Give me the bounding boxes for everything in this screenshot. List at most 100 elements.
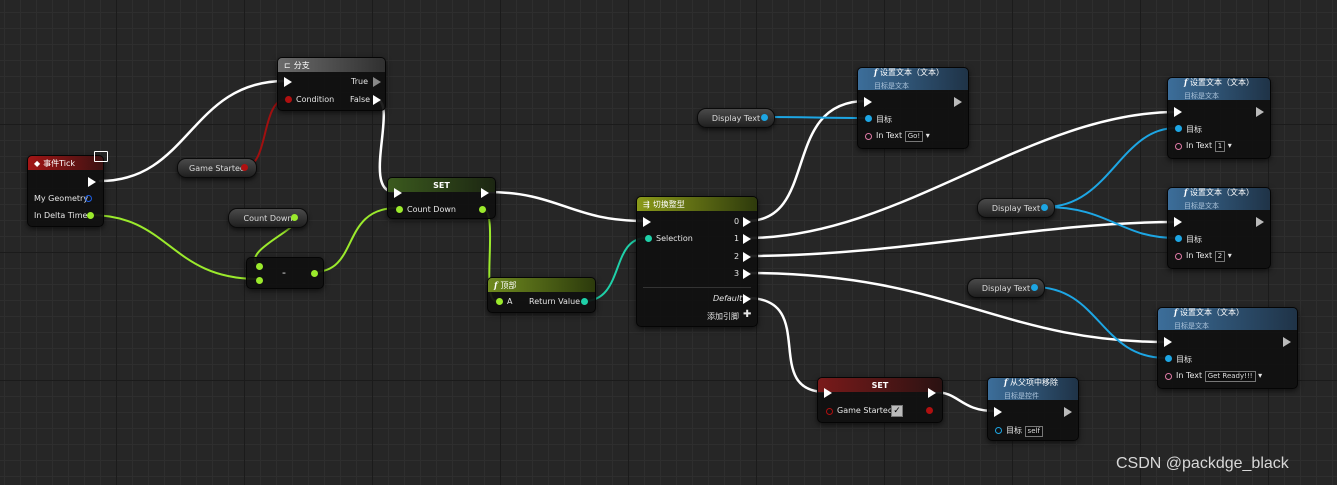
display-text-out-pin[interactable] (1041, 204, 1048, 211)
exec-in-pin[interactable] (1164, 337, 1172, 347)
target-pin[interactable] (995, 427, 1002, 434)
exec-out-pin[interactable] (1256, 217, 1264, 227)
floor-header: f 顶部 (488, 278, 595, 292)
game-started-checkbox[interactable]: ✓ (891, 405, 903, 417)
in-text-pin[interactable] (865, 133, 872, 140)
in-text-pin[interactable] (1165, 373, 1172, 380)
case-1-pin[interactable] (743, 234, 751, 244)
function-icon: f (494, 280, 498, 290)
display-text-out-pin[interactable] (761, 114, 768, 121)
event-tick-header: ◆ 事件Tick (28, 156, 103, 170)
exec-in-pin[interactable] (643, 217, 651, 227)
target-label: 目标 (876, 115, 892, 124)
game-started-out-pin[interactable] (926, 407, 933, 414)
set-gamestarted-node[interactable]: SET Game Started ✓ (817, 377, 943, 423)
exec-out-pin[interactable] (1283, 337, 1291, 347)
exec-in-pin[interactable] (284, 77, 292, 87)
display-text-out-pin[interactable] (1031, 284, 1038, 291)
subtract-a-pin[interactable] (256, 263, 263, 270)
exec-in-pin[interactable] (864, 97, 872, 107)
exec-out-pin[interactable] (481, 188, 489, 198)
add-pin-label[interactable]: 添加引脚 (707, 312, 739, 321)
target-label: 目标 (1186, 235, 1202, 244)
exec-in-pin[interactable] (1174, 217, 1182, 227)
case-3-pin[interactable] (743, 269, 751, 279)
function-icon: f (1004, 377, 1008, 387)
count-down-out-pin[interactable] (291, 214, 298, 221)
in-delta-time-pin[interactable] (87, 212, 94, 219)
game-started-in-pin[interactable] (826, 408, 833, 415)
dropdown-icon[interactable]: ▾ (1227, 251, 1232, 260)
target-pin[interactable] (1175, 125, 1182, 132)
in-text-value[interactable]: 2 (1214, 251, 1226, 262)
exec-in-pin[interactable] (824, 388, 832, 398)
subtract-out-pin[interactable] (311, 270, 318, 277)
target-pin[interactable] (865, 115, 872, 122)
set-text-node-1[interactable]: f 设置文本（文本） 目标是文本 目标 In Text 1 ▾ (1167, 77, 1271, 159)
condition-pin[interactable] (285, 96, 292, 103)
in-text-label: In Text (1186, 251, 1213, 260)
dropdown-icon[interactable]: ▾ (1258, 371, 1263, 380)
function-icon: f (1184, 187, 1188, 197)
count-down-set-out-pin[interactable] (479, 206, 486, 213)
display-text-getter[interactable]: Display Text (697, 108, 775, 128)
in-text-value[interactable]: Go! (904, 131, 924, 142)
count-down-set-label: Count Down (407, 205, 456, 214)
default-pin[interactable] (743, 294, 751, 304)
branch-node[interactable]: ⊏ 分支 True Condition False (277, 57, 386, 111)
case-0-pin[interactable] (743, 217, 751, 227)
set-text-node-ready[interactable]: f 设置文本（文本） 目标是文本 目标 In Text Get Ready!!!… (1157, 307, 1298, 389)
count-down-in-pin[interactable] (396, 206, 403, 213)
count-down-getter[interactable]: Count Down (228, 208, 308, 228)
game-started-set-label: Game Started (837, 406, 893, 415)
exec-out-pin[interactable] (928, 388, 936, 398)
float-wire (89, 214, 259, 280)
selection-label: Selection (656, 234, 693, 243)
exec-out-pin[interactable] (1256, 107, 1264, 117)
object-wire (1033, 286, 1167, 359)
dropdown-icon[interactable]: ▾ (1227, 141, 1232, 150)
game-started-out-pin[interactable] (241, 164, 248, 171)
floor-node[interactable]: f 顶部 A Return Value (487, 277, 596, 313)
return-value-pin[interactable] (581, 298, 588, 305)
target-value[interactable]: self (1024, 426, 1043, 437)
in-text-value[interactable]: 1 (1214, 141, 1226, 152)
my-geometry-pin[interactable] (85, 195, 92, 202)
plus-icon[interactable]: ✚ (743, 309, 752, 320)
target-label: 目标 (1006, 426, 1022, 435)
dropdown-icon[interactable]: ▾ (925, 131, 930, 140)
exec-out-pin[interactable] (1064, 407, 1072, 417)
display-text-getter[interactable]: Display Text (977, 198, 1055, 218)
exec-out-pin[interactable] (954, 97, 962, 107)
in-text-pin[interactable] (1175, 253, 1182, 260)
subtract-b-pin[interactable] (256, 277, 263, 284)
event-tick-node[interactable]: ◆ 事件Tick My Geometry In Delta Time (27, 155, 104, 227)
case-2-pin[interactable] (743, 252, 751, 262)
object-wire (763, 116, 867, 119)
display-text-getter[interactable]: Display Text (967, 278, 1045, 298)
exec-out-pin[interactable] (88, 177, 96, 187)
false-exec-pin[interactable] (373, 95, 381, 105)
exec-in-pin[interactable] (994, 407, 1002, 417)
set-text-header: f 设置文本（文本） 目标是文本 (858, 67, 968, 90)
in-text-pin[interactable] (1175, 143, 1182, 150)
remove-from-parent-node[interactable]: f 从父项中移除 目标是控件 目标 self (987, 377, 1079, 441)
exec-wire (485, 190, 647, 223)
exec-in-pin[interactable] (1174, 107, 1182, 117)
set-countdown-node[interactable]: SET Count Down (387, 177, 496, 219)
target-pin[interactable] (1165, 355, 1172, 362)
selection-pin[interactable] (645, 235, 652, 242)
set-text-node-go[interactable]: f 设置文本（文本） 目标是文本 目标 In Text Go! ▾ (857, 67, 969, 149)
exec-wire (745, 296, 828, 394)
target-pin[interactable] (1175, 235, 1182, 242)
set-text-node-2[interactable]: f 设置文本（文本） 目标是文本 目标 In Text 2 ▾ (1167, 187, 1271, 269)
true-exec-pin[interactable] (373, 77, 381, 87)
in-text-value[interactable]: Get Ready!!! (1204, 371, 1256, 382)
subtract-node[interactable]: - (246, 257, 324, 289)
floor-a-pin[interactable] (496, 298, 503, 305)
case-0-label: 0 (734, 217, 740, 226)
game-started-getter[interactable]: Game Started (177, 158, 257, 178)
exec-in-pin[interactable] (394, 188, 402, 198)
switch-int-node[interactable]: ⇶ 切换整型 Selection 0 1 2 3 Default 添加引脚 ✚ (636, 196, 758, 327)
